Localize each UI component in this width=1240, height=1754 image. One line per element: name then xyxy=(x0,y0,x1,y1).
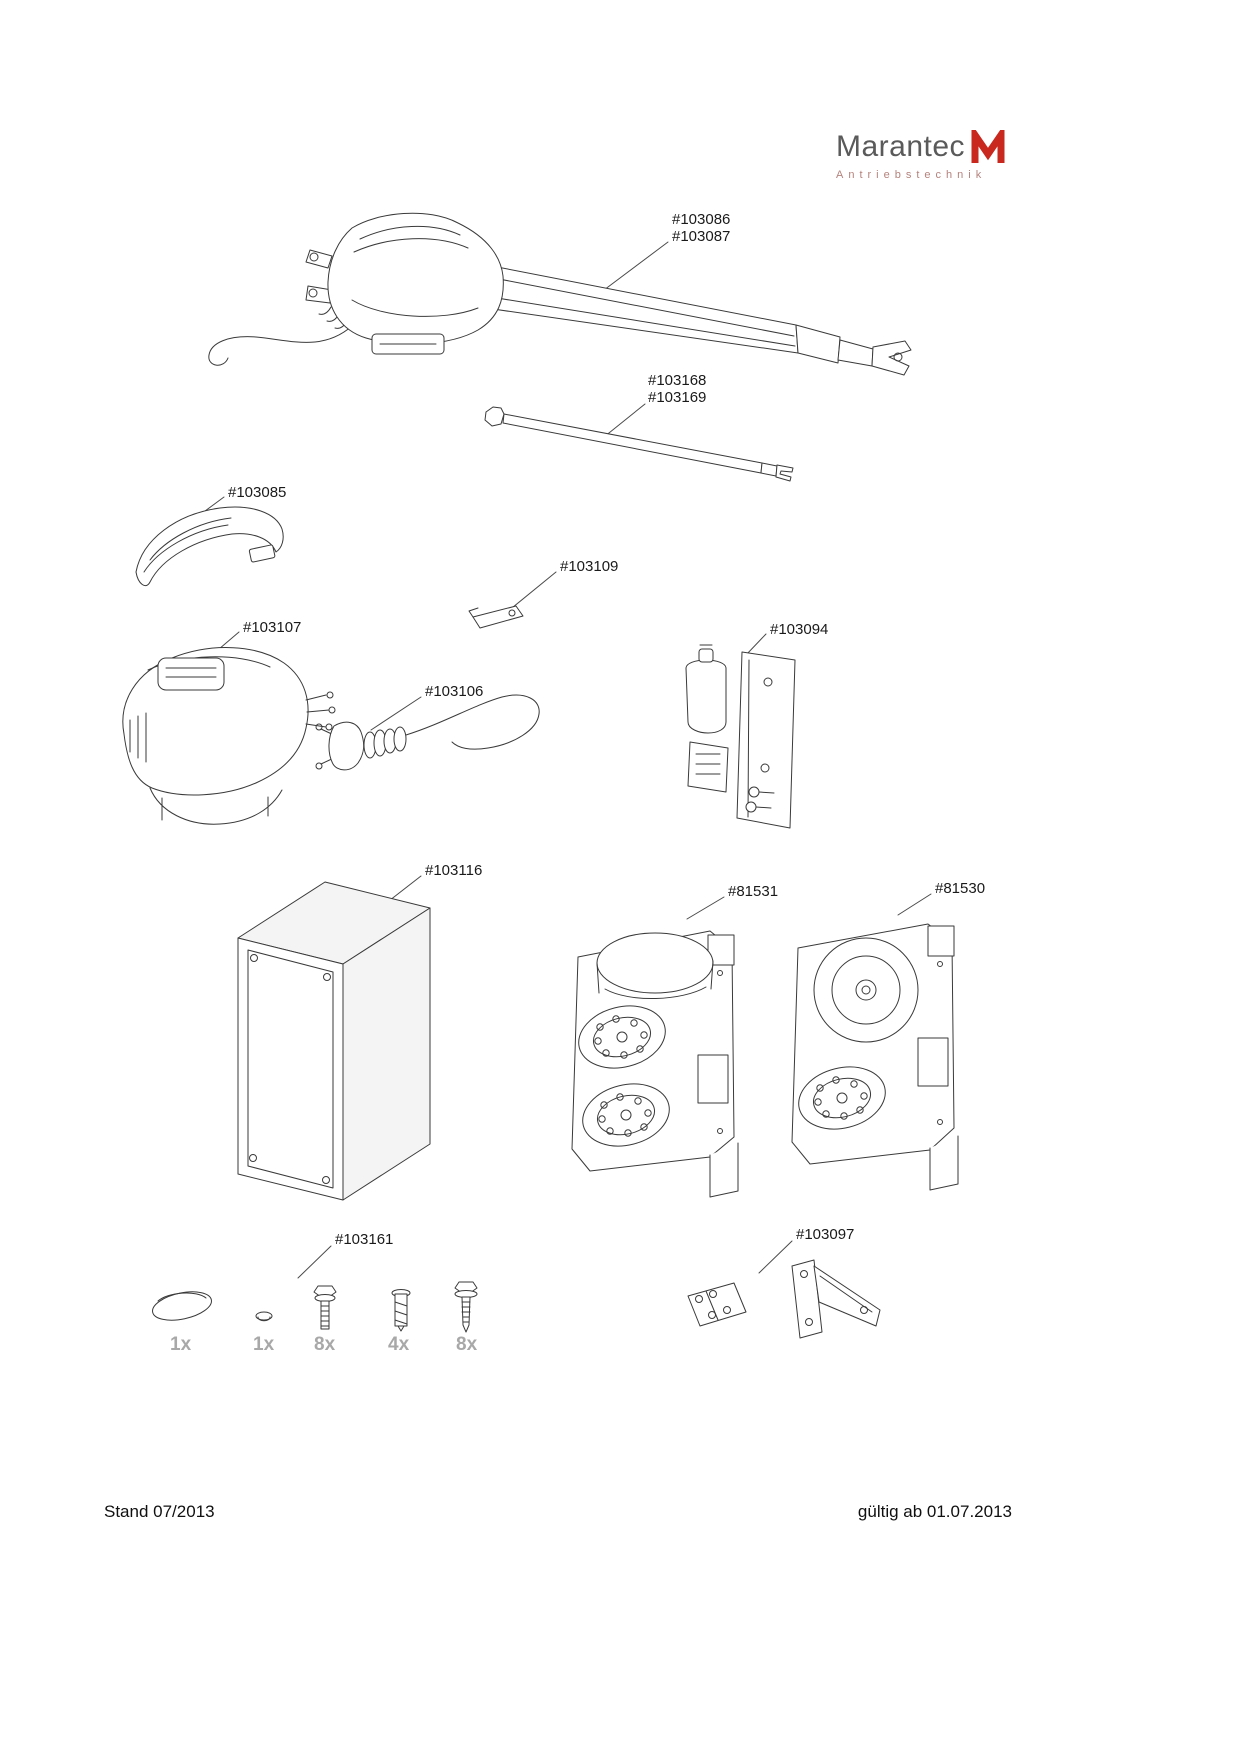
part-label-gear-right: #81530 xyxy=(935,880,986,897)
part-label-cover: #103085 xyxy=(228,484,287,501)
part-label-clip: #103109 xyxy=(560,558,619,575)
quantity-label: 8x xyxy=(314,1334,336,1355)
footer-version: Stand 07/2013 xyxy=(104,1502,215,1521)
logo-m-icon xyxy=(971,130,1005,163)
drive-unit-drawing xyxy=(208,212,912,376)
gear-motor-right-drawing xyxy=(791,923,959,1191)
part-label-brackets: #103097 xyxy=(796,1226,855,1243)
motor-head-drawing xyxy=(122,647,336,825)
wall-brackets-drawing xyxy=(687,1259,881,1339)
control-box-drawing xyxy=(237,881,431,1201)
part-label-cable: #103106 xyxy=(425,683,484,700)
part-label-drive: #103086 #103087 xyxy=(672,211,730,245)
part-label-rod: #103168 #103169 xyxy=(648,372,706,406)
part-label-control-box: #103116 xyxy=(425,862,483,879)
part-label-release: #103094 xyxy=(770,621,829,638)
part-label-motor-head: #103107 xyxy=(243,619,302,636)
part-number: #103087 xyxy=(672,228,731,245)
hardware-set-drawing xyxy=(152,1281,478,1333)
leader-lines xyxy=(200,241,932,1279)
clip-drawing xyxy=(468,605,524,629)
part-number: #103086 xyxy=(672,211,731,228)
logo-brand-text: Marantec xyxy=(836,130,966,163)
quantity-label: 1x xyxy=(253,1334,275,1355)
logo-subtitle: Antriebstechnik xyxy=(836,169,987,181)
cover-drawing xyxy=(135,506,284,587)
gear-motor-left-drawing xyxy=(571,930,739,1198)
part-number: #103169 xyxy=(648,389,707,406)
quantity-label: 4x xyxy=(388,1334,410,1355)
part-label-gear-left: #81531 xyxy=(728,883,779,900)
part-label-hardware: #103161 xyxy=(335,1231,394,1248)
part-number: #103168 xyxy=(648,372,707,389)
quantity-label: 1x xyxy=(170,1334,192,1355)
quantity-label: 8x xyxy=(456,1334,478,1355)
release-unit-drawing xyxy=(685,644,796,829)
footer-valid-from: gültig ab 01.07.2013 xyxy=(857,1502,1012,1521)
push-rod-drawing xyxy=(484,406,794,482)
power-cable-drawing xyxy=(315,694,540,771)
marantec-logo: Marantec Antriebstechnik xyxy=(836,130,1036,181)
